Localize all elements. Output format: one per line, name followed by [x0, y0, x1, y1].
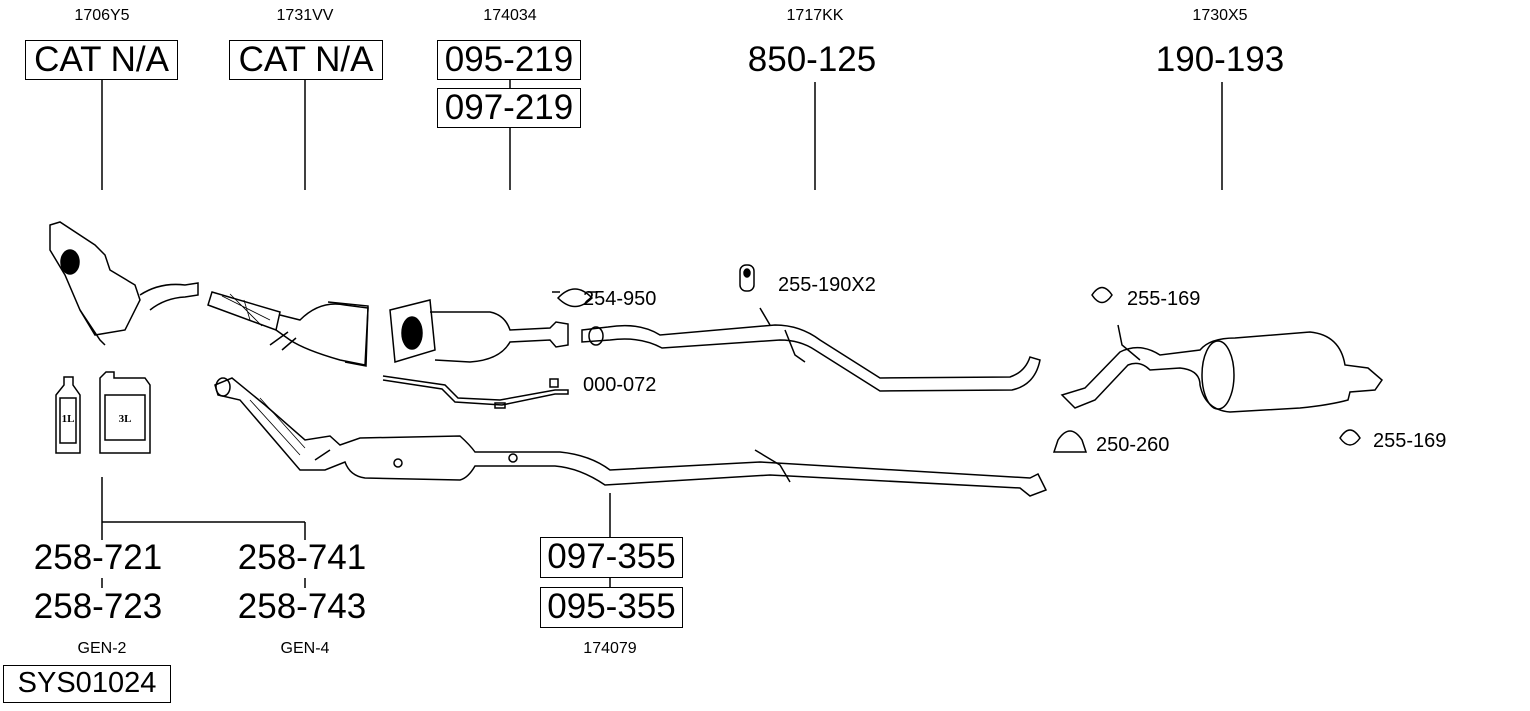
part-number-850-125[interactable]: 850-125 [747, 40, 877, 79]
part-box-cat-1731VV[interactable]: CAT N/A [229, 40, 383, 80]
part-box-097-355[interactable]: 097-355 [540, 537, 683, 578]
part-box-095-355[interactable]: 095-355 [540, 587, 683, 628]
part-number-258-743[interactable]: 258-743 [237, 587, 367, 626]
code-gen-4: GEN-4 [280, 640, 330, 657]
hanger-255-190X2-icon [739, 264, 755, 292]
catalyst-1731VV-drawing [207, 291, 369, 367]
bottle-1l-label: 1L [62, 413, 75, 425]
hanger-255-169-b-icon [1339, 429, 1361, 446]
group-code-1730X5: 1730X5 [1192, 7, 1248, 24]
part-box-095-219[interactable]: 095-219 [437, 40, 581, 80]
part-number-258-721[interactable]: 258-721 [33, 538, 163, 577]
part-box-097-219[interactable]: 097-219 [437, 88, 581, 128]
clamp-254-950-icon [552, 288, 598, 308]
part-number-258-723[interactable]: 258-723 [33, 587, 163, 626]
part-number-190-193[interactable]: 190-193 [1155, 40, 1285, 79]
additive-bottles-drawing: 1L 3L [55, 371, 151, 454]
part-box-cat-1706Y5[interactable]: CAT N/A [25, 40, 178, 80]
label-254-950[interactable]: 254-950 [583, 288, 657, 310]
label-255-190X2[interactable]: 255-190X2 [778, 274, 876, 296]
system-id-box: SYS01024 [3, 665, 171, 703]
code-174079: 174079 [583, 640, 637, 657]
catalyst-174034-drawing [389, 299, 569, 363]
code-gen-2: GEN-2 [77, 640, 127, 657]
leader-lines [101, 80, 1223, 588]
clamp-250-260-icon [1052, 430, 1088, 453]
group-code-1717KK: 1717KK [786, 7, 844, 24]
label-255-169-b[interactable]: 255-169 [1373, 430, 1447, 452]
group-code-1706Y5: 1706Y5 [74, 7, 130, 24]
dpf-174079-drawing [214, 377, 1048, 497]
label-255-169[interactable]: 255-169 [1127, 288, 1201, 310]
accessory-icons [552, 264, 1361, 453]
bottle-3l-label: 3L [119, 413, 132, 425]
catalyst-1706Y5-drawing [49, 221, 199, 346]
hanger-255-169-icon [1091, 286, 1113, 304]
sensor-000-072-drawing [382, 375, 569, 409]
label-000-072[interactable]: 000-072 [583, 374, 657, 396]
label-250-260[interactable]: 250-260 [1096, 434, 1170, 456]
rear-silencer-1730X5-drawing [1060, 324, 1384, 413]
group-code-1731VV: 1731VV [276, 7, 334, 24]
pipe-1717KK-drawing [581, 307, 1041, 392]
part-number-258-741[interactable]: 258-741 [237, 538, 367, 577]
group-code-174034: 174034 [483, 7, 537, 24]
